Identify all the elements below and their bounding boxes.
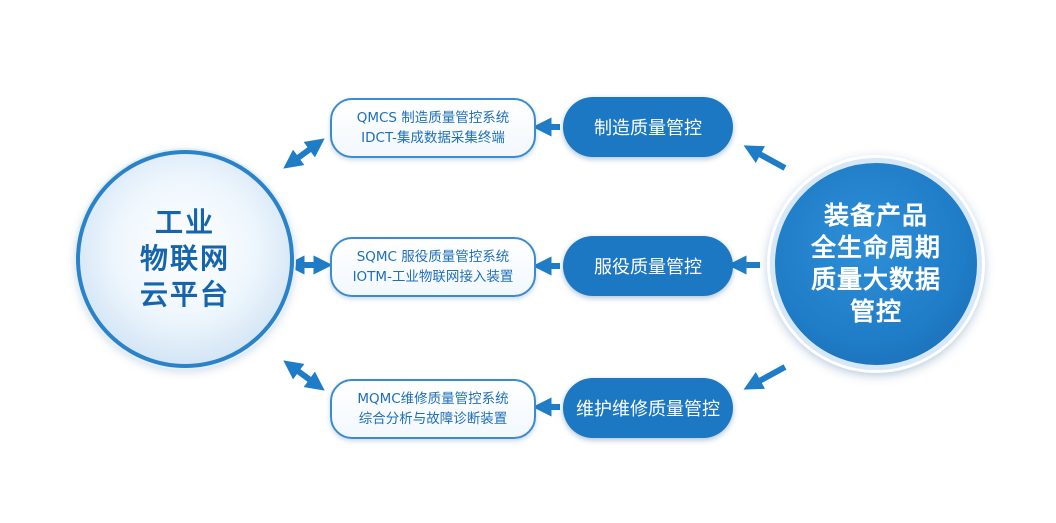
arrow-platform-box3 — [283, 360, 325, 391]
lifecycle-line-4: 管控 — [849, 297, 902, 326]
lifecycle-line-2: 全生命周期 — [810, 233, 941, 262]
lifecycle-line-3: 质量大数据 — [810, 265, 941, 294]
arrow-lifecycle-to-maintenance — [743, 364, 787, 390]
pill-maintenance-quality: 维护维修质量管控 — [563, 378, 733, 438]
system-box-line: QMCS 制造质量管控系统 — [356, 110, 510, 126]
arrow-lifecycle-to-manufacturing — [743, 145, 787, 171]
system-box-line: IOTM-工业物联网接入装置 — [352, 269, 514, 285]
system-box-manufacturing: QMCS 制造质量管控系统 IDCT-集成数据采集终端 — [330, 98, 536, 158]
pill-manufacturing-quality: 制造质量管控 — [563, 97, 733, 157]
system-box-service: SQMC 服役质量管控系统 IOTM-工业物联网接入装置 — [330, 237, 536, 297]
iot-cloud-platform-node: 工业 物联网 云平台 — [76, 150, 294, 368]
system-box-maintenance: MQMC维修质量管控系统 综合分析与故障诊断装置 — [330, 379, 536, 439]
lifecycle-big-data-node: 装备产品 全生命周期 质量大数据 管控 — [770, 158, 982, 370]
system-box-line: 综合分析与故障诊断装置 — [358, 411, 508, 427]
platform-line-3: 云平台 — [139, 278, 230, 311]
lifecycle-line-1: 装备产品 — [823, 201, 928, 230]
platform-line-1: 工业 — [154, 206, 215, 239]
system-box-line: SQMC 服役质量管控系统 — [356, 249, 510, 265]
platform-line-2: 物联网 — [139, 242, 230, 275]
system-box-line: IDCT-集成数据采集终端 — [361, 130, 505, 146]
pill-service-quality: 服役质量管控 — [563, 236, 733, 296]
arrow-platform-box1 — [283, 138, 325, 169]
system-box-line: MQMC维修质量管控系统 — [357, 391, 509, 407]
